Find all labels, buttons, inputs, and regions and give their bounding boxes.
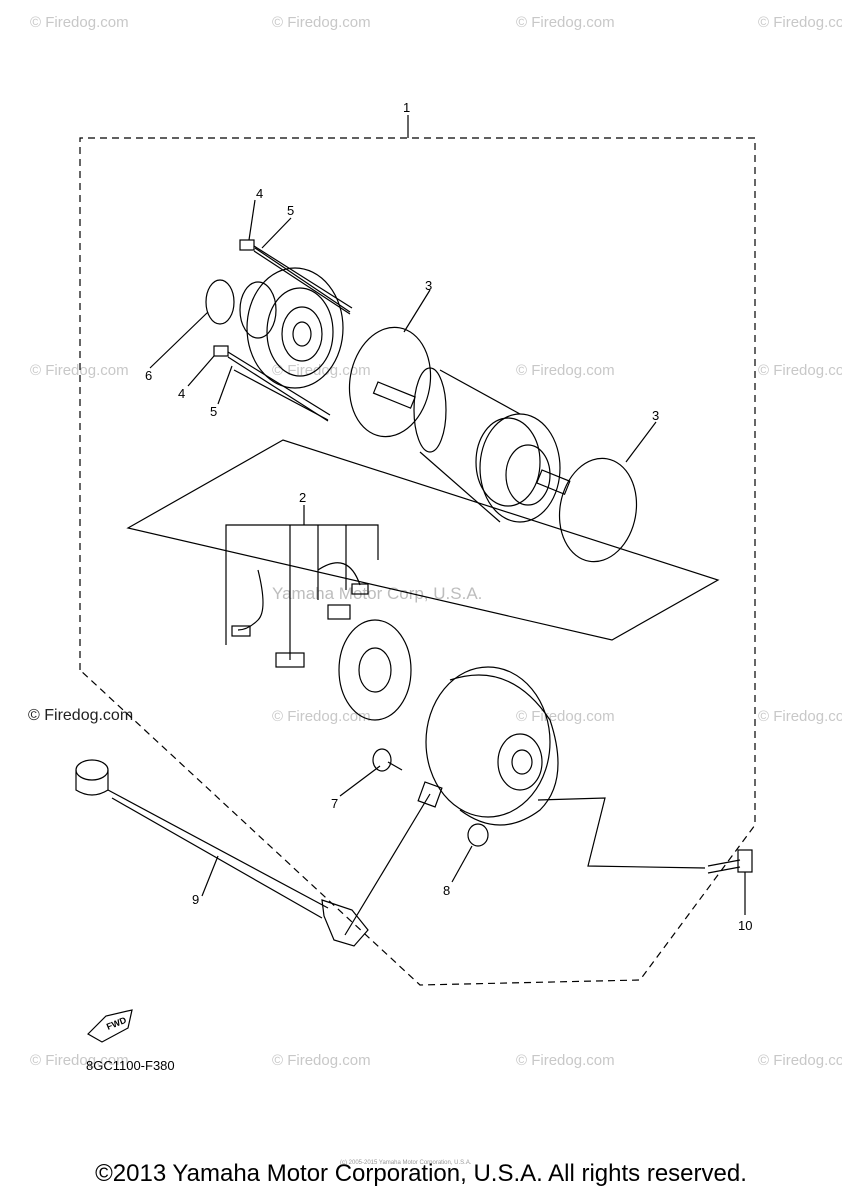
starter-yoke: [372, 367, 571, 523]
through-bolt-upper: [239, 239, 353, 315]
callout-4: 4: [256, 186, 263, 201]
watermark: © Firedog.com: [272, 708, 371, 725]
callout-4: 4: [178, 386, 185, 401]
bolt-10: [707, 849, 753, 874]
watermark: © Firedog.com: [30, 362, 129, 379]
watermark: © Firedog.com: [30, 1052, 129, 1069]
small-copyright: (c) 2005-2015 Yamaha Motor Corporation, …: [340, 1160, 472, 1166]
o-ring-rear: [348, 326, 432, 438]
watermark: © Firedog.com: [758, 1052, 842, 1069]
o-ring-front: [558, 457, 638, 563]
callout-6: 6: [145, 368, 152, 383]
callout-5: 5: [287, 203, 294, 218]
watermark: © Firedog.com: [272, 14, 371, 31]
watermark: © Firedog.com: [516, 1052, 615, 1069]
fwd-arrow-icon: FWD: [87, 1009, 133, 1043]
watermark: © Firedog.com: [272, 1052, 371, 1069]
callout-10: 10: [738, 918, 752, 933]
callout-5: 5: [210, 404, 217, 419]
watermark: © Firedog.com: [758, 708, 842, 725]
bolt-7: [372, 748, 403, 772]
nut-8: [467, 823, 489, 847]
watermark: © Firedog.com: [272, 362, 371, 379]
callout-1: 1: [403, 100, 410, 115]
through-bolt-lower: [213, 345, 331, 422]
watermark: © Firedog.com: [758, 362, 842, 379]
callout-8: 8: [443, 883, 450, 898]
watermark: © Firedog.com: [516, 708, 615, 725]
callout-3: 3: [652, 408, 659, 423]
watermark: © Firedog.com: [516, 14, 615, 31]
callout-3: 3: [425, 278, 432, 293]
rear-cover: [417, 666, 559, 826]
watermark: © Firedog.com: [30, 14, 129, 31]
front-cover: [205, 247, 351, 421]
callout-9: 9: [192, 892, 199, 907]
watermark-firedog: © Firedog.com: [28, 707, 134, 724]
watermark: © Firedog.com: [516, 362, 615, 379]
callout-7: 7: [331, 796, 338, 811]
watermark: © Firedog.com: [758, 14, 842, 31]
copyright-footer: ©2013 Yamaha Motor Corporation, U.S.A. A…: [95, 1160, 747, 1187]
callout-2: 2: [299, 490, 306, 505]
brush-plate-outline: [126, 439, 720, 641]
brush-holder: [225, 524, 412, 721]
assembly-boundary: [79, 137, 756, 986]
reference-code: 8GC1100-F380: [86, 1058, 175, 1073]
zigzag-line: [537, 797, 706, 869]
lead-wire: [75, 759, 369, 947]
